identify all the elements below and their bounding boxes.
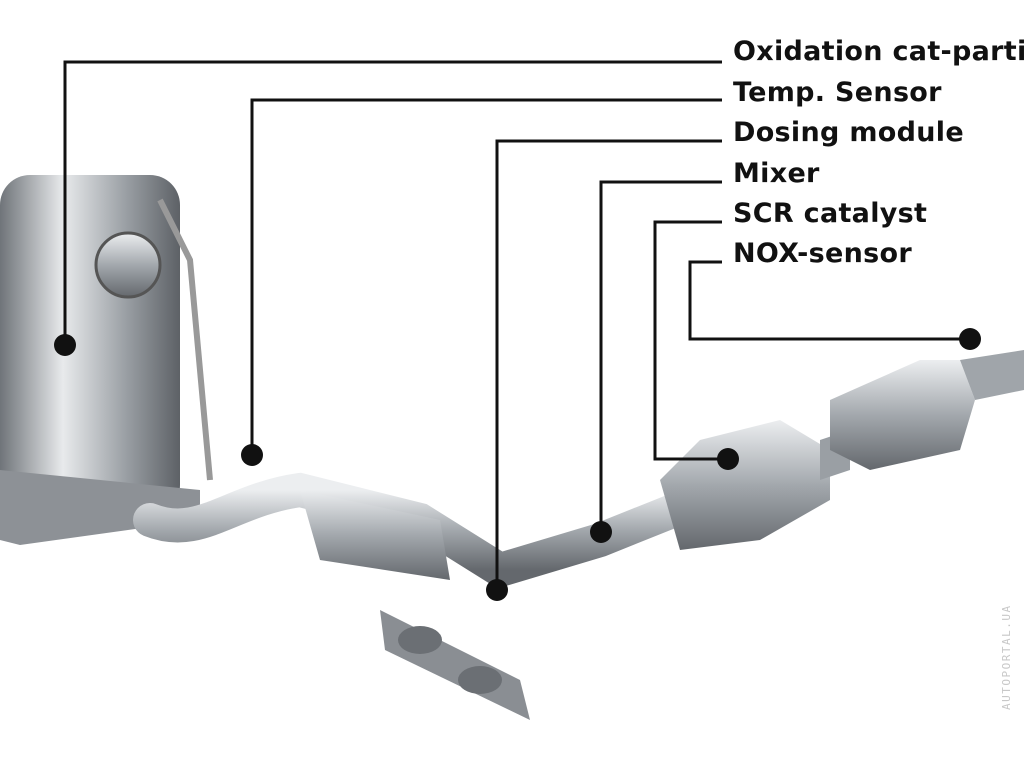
rear-silencer	[830, 360, 975, 470]
leader-line-scr	[653, 220, 728, 461]
scr-catalyst-body	[660, 420, 830, 550]
leader-line-mixer	[599, 180, 722, 532]
label-nox-sensor: NOX-sensor	[733, 238, 912, 269]
dot-dosing	[486, 579, 508, 601]
oxidation-cat-particle-filter	[0, 175, 213, 545]
label-scr-catalyst: SCR catalyst	[733, 198, 928, 229]
mounting-flange	[380, 610, 530, 720]
dot-mixer	[590, 521, 612, 543]
dot-oxidation	[54, 334, 76, 356]
dot-scr	[717, 448, 739, 470]
label-oxidation-cat: Oxidation cat-partic	[733, 36, 1024, 67]
label-temp-sensor: Temp. Sensor	[733, 77, 942, 108]
dot-temp	[241, 444, 263, 466]
leader-line-oxidation	[63, 60, 722, 345]
leader-line-nox	[688, 260, 970, 341]
watermark: AUTOPORTAL.UA	[1000, 604, 1013, 710]
leader-line-dosing	[495, 139, 722, 590]
label-mixer: Mixer	[733, 158, 820, 189]
dot-nox	[959, 328, 981, 350]
leader-lines	[63, 60, 970, 590]
leader-line-temp	[250, 98, 722, 455]
label-dosing-module: Dosing module	[733, 117, 964, 148]
callout-dots	[54, 328, 981, 601]
